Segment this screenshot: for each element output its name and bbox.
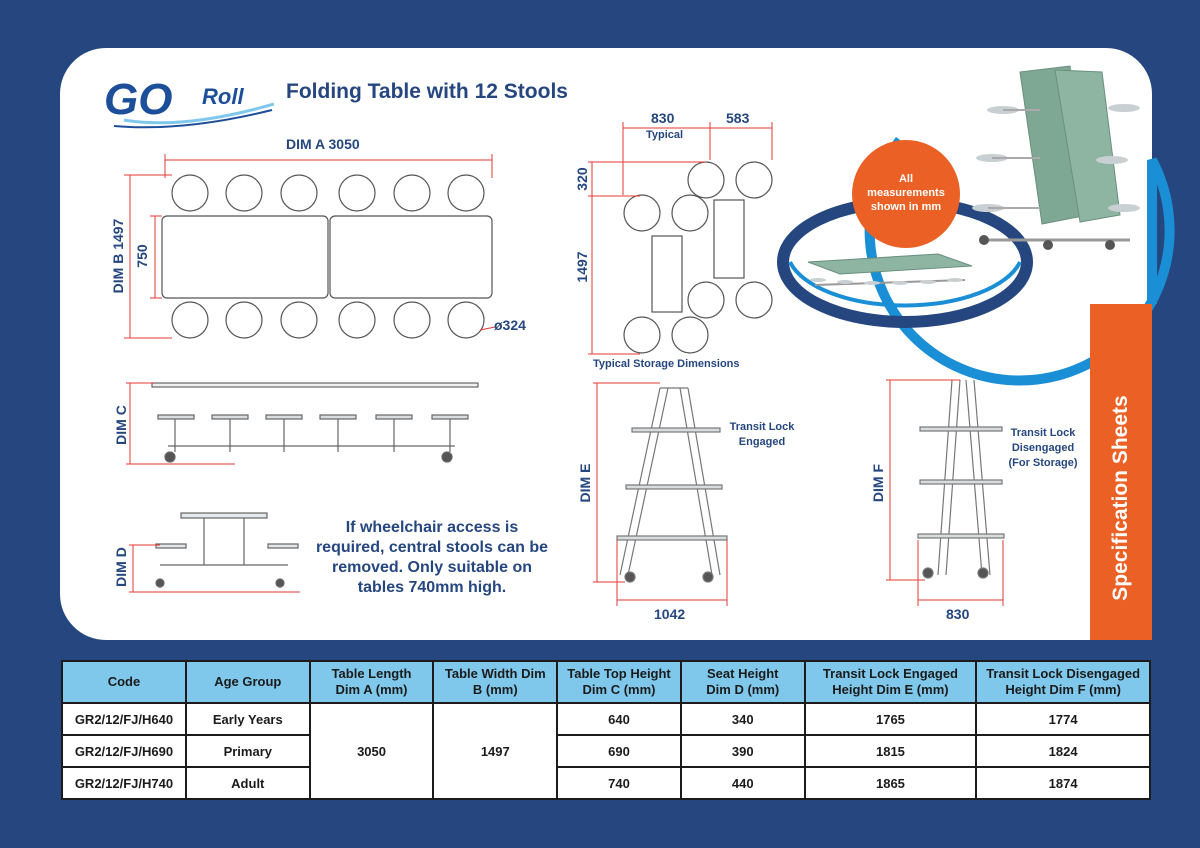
dim-e-note-line: Transit Lock — [729, 421, 795, 433]
dim-c-line — [126, 382, 235, 465]
plan-view — [161, 174, 493, 339]
cell-dim-c: 640 — [556, 702, 682, 736]
cell-dim-d: 390 — [679, 734, 806, 768]
storage-height-320: 320 — [574, 167, 590, 191]
dim-e-label: DIM E — [577, 463, 593, 503]
wheelchair-note: If wheelchair access is required, centra… — [315, 519, 549, 596]
dim-f-label: DIM F — [870, 463, 886, 503]
elevation-c — [151, 382, 479, 463]
storage-typical-note: Typical — [646, 129, 684, 141]
cell-dim-f: 1774 — [975, 702, 1151, 736]
cell-code: GR2/12/FJ/H640 — [61, 702, 187, 736]
plan-dimension-lines — [124, 154, 496, 339]
go-roll-logo: GO Roll — [104, 75, 274, 129]
cell-dim-e: 1815 — [803, 734, 978, 768]
dim-d-line — [129, 544, 300, 593]
cell-width: 1497 — [432, 702, 559, 800]
storage-width-830: 830 — [651, 110, 675, 126]
table-row: GR2/12/FJ/H640 Early Years 3050 1497 640… — [61, 702, 1151, 800]
table-row: GR2/12/FJ/H690 Primary 690 390 1815 1824 — [61, 734, 1151, 768]
cell-dim-e: 1865 — [803, 766, 978, 800]
dim-e-lines — [593, 382, 728, 606]
dim-f-note-line: (For Storage) — [1008, 456, 1078, 469]
table-row: GR2/12/FJ/H740 Adult 740 440 1865 1874 — [61, 766, 1151, 800]
badge-line: shown in mm — [870, 200, 942, 213]
cell-code: GR2/12/FJ/H690 — [61, 734, 187, 768]
svg-text:Roll: Roll — [202, 84, 244, 109]
badge-line: measurements — [867, 187, 945, 200]
dim-f-note-line: Transit Lock — [1010, 427, 1076, 439]
open-table-photo — [807, 253, 973, 286]
cell-code: GR2/12/FJ/H740 — [61, 766, 187, 800]
dim-e-note-line: Engaged — [738, 435, 786, 448]
doc-title: Folding Table with 12 Stools — [286, 80, 568, 103]
spec-band — [1090, 304, 1152, 640]
cell-dim-e: 1765 — [803, 702, 978, 736]
cell-dim-c: 740 — [556, 766, 682, 800]
dim-a-label: DIM A 3050 — [286, 136, 360, 152]
cell-dim-c: 690 — [556, 734, 682, 768]
col-header: Age Group — [184, 660, 311, 704]
dim-e-width: 1042 — [654, 606, 686, 622]
dim-c-label: DIM C — [113, 405, 129, 445]
cell-age: Primary — [184, 734, 311, 768]
cell-dim-f: 1824 — [975, 734, 1151, 768]
dim-e-note: Transit Lock Engaged — [722, 420, 802, 450]
dim-f-note: Transit Lock Disengaged (For Storage) — [1000, 426, 1086, 471]
dim-d-label: DIM D — [113, 547, 129, 587]
stool-diameter-label: ø324 — [494, 317, 526, 333]
storage-width-583: 583 — [726, 110, 750, 126]
elevation-e — [616, 387, 728, 583]
folded-table-photo — [972, 65, 1140, 250]
badge-line: All — [898, 173, 914, 186]
col-header: Code — [61, 660, 187, 704]
dim-f-note-line: Disengaged — [1011, 441, 1075, 454]
cell-age: Early Years — [184, 702, 311, 736]
elevation-d — [155, 512, 299, 588]
cell-dim-d: 340 — [679, 702, 806, 736]
cell-length: 3050 — [308, 702, 435, 800]
spec-card — [60, 48, 1152, 640]
svg-text:GO: GO — [104, 75, 172, 124]
storage-height-1497: 1497 — [574, 251, 590, 283]
cell-dim-f: 1874 — [975, 766, 1151, 800]
dim-f-lines — [886, 379, 1004, 606]
dim-750-label: 750 — [134, 244, 150, 268]
storage-caption: Typical Storage Dimensions — [593, 358, 740, 370]
measurements-badge: All measurements shown in mm — [852, 140, 960, 248]
dim-f-width: 830 — [946, 606, 970, 622]
elevation-f — [917, 379, 1005, 579]
storage-dimension-lines — [588, 122, 773, 355]
cell-age: Adult — [184, 766, 311, 800]
cell-dim-d: 440 — [679, 766, 806, 800]
dim-b-label: DIM B 1497 — [110, 218, 126, 294]
storage-view — [623, 161, 773, 354]
